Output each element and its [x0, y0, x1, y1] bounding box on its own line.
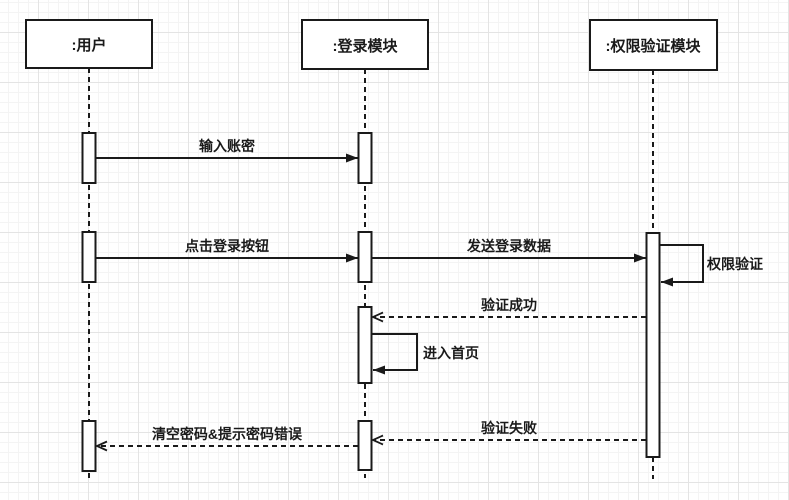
activation-login-2[interactable]: [357, 231, 373, 283]
message-send-login-data-label: 发送登录数据: [466, 238, 551, 254]
activation-login-4[interactable]: [357, 420, 373, 471]
message-clear-password[interactable]: 清空密码&提示密码错误: [94, 426, 358, 452]
actor-auth-module-box[interactable]: [589, 19, 718, 71]
activation-user-1[interactable]: [81, 132, 97, 184]
actor-login-module[interactable]: :登录模块: [301, 19, 429, 70]
message-enter-credentials[interactable]: 输入账密: [96, 138, 358, 163]
activation-login-1[interactable]: [357, 132, 373, 184]
message-auth-self[interactable]: 权限验证: [660, 244, 763, 287]
actor-auth-module-label: :权限验证模块: [606, 37, 702, 55]
message-auth-success-label: 验证成功: [481, 297, 537, 313]
message-send-login-data[interactable]: 发送登录数据: [372, 238, 646, 263]
message-auth-self-line[interactable]: [660, 244, 704, 287]
actor-login-module-box[interactable]: [301, 19, 429, 70]
message-goto-home-line[interactable]: [372, 333, 418, 375]
actor-login-module-label: :登录模块: [333, 37, 399, 55]
activation-user-3[interactable]: [81, 420, 97, 472]
activation-login-3[interactable]: [357, 306, 373, 384]
message-auth-self-label: 权限验证: [706, 256, 763, 272]
message-auth-success[interactable]: 验证成功: [370, 297, 646, 323]
message-enter-credentials-label: 输入账密: [199, 138, 255, 154]
actor-auth-module[interactable]: :权限验证模块: [589, 19, 718, 71]
message-goto-home[interactable]: 进入首页: [372, 333, 479, 375]
actor-user[interactable]: :用户: [25, 19, 153, 69]
message-auth-fail-label: 验证失败: [481, 420, 538, 436]
message-click-login-label: 点击登录按钮: [185, 238, 269, 254]
actor-user-box[interactable]: [25, 19, 153, 69]
message-goto-home-label: 进入首页: [423, 345, 479, 361]
message-clear-password-label: 清空密码&提示密码错误: [152, 426, 303, 442]
activation-user-2[interactable]: [81, 231, 97, 283]
actor-user-label: :用户: [72, 36, 107, 54]
message-click-login[interactable]: 点击登录按钮: [96, 238, 358, 263]
message-auth-fail[interactable]: 验证失败: [370, 420, 646, 446]
activation-auth-1[interactable]: [645, 232, 661, 458]
